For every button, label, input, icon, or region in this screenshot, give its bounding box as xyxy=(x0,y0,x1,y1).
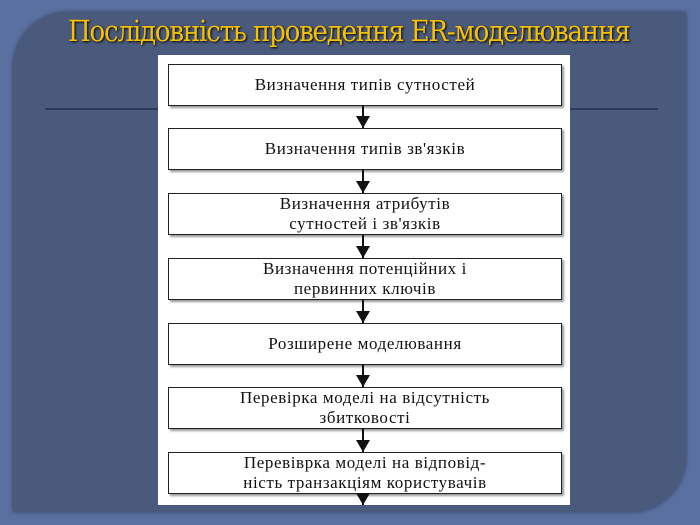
step-text: сутностей і зв'язків xyxy=(289,214,441,233)
step-text: Визначення атрибутів xyxy=(279,194,451,213)
title-divider-left xyxy=(45,108,158,110)
arrow-icon xyxy=(356,365,370,387)
step-text: Перевіврка моделі на відповід- xyxy=(243,453,487,472)
step-text: первинних ключів xyxy=(293,279,436,298)
step-text: Визначення типів зв'язків xyxy=(264,139,466,158)
arrow-icon xyxy=(356,106,370,128)
arrow-icon xyxy=(356,235,370,258)
step-5: Розширене моделювання xyxy=(168,323,562,365)
step-2: Визначення типів зв'язків xyxy=(168,128,562,170)
step-text: збитковості xyxy=(319,408,411,427)
arrow-icon xyxy=(356,429,370,452)
step-1: Визначення типів сутностей xyxy=(168,64,562,106)
step-text: Визначення потенційних і xyxy=(263,259,467,278)
arrow-icon xyxy=(356,170,370,193)
slide-title: Послідовність проведення ER-моделювання xyxy=(68,14,631,48)
arrow-icon xyxy=(356,493,370,505)
step-text: Розширене моделювання xyxy=(268,334,462,353)
step-text: Визначення типів сутностей xyxy=(254,75,476,94)
step-text: ність транзакціям користувачів xyxy=(243,473,487,492)
arrow-icon xyxy=(356,300,370,323)
title-divider-right xyxy=(570,108,658,110)
flowchart: Визначення типів сутностей Визначення ти… xyxy=(158,55,570,505)
step-text: Перевірка моделі на відсутність xyxy=(239,388,491,407)
step-7: Перевіврка моделі на відповід-ність тран… xyxy=(168,452,562,494)
